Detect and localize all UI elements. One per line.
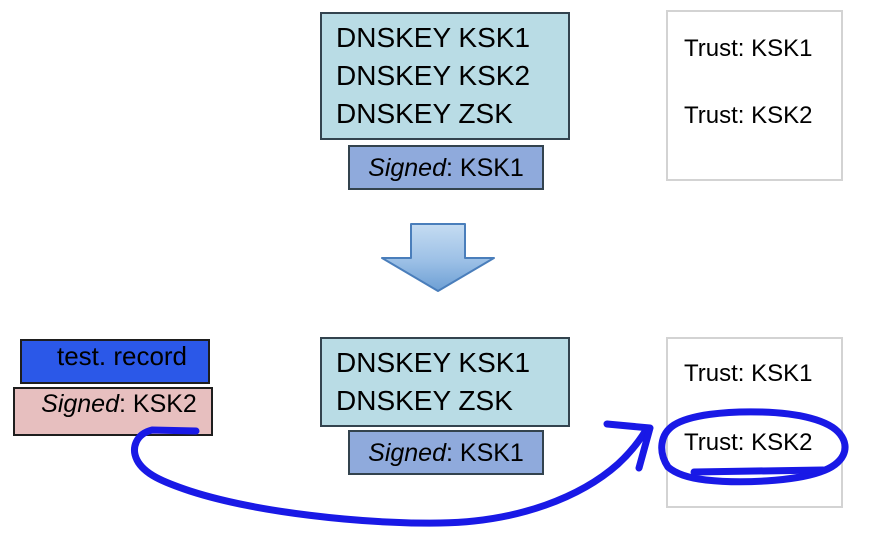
bottom-record-signed-text: Signed: KSK2 (41, 389, 197, 419)
top-dnskey-line-2: DNSKEY KSK2 (336, 60, 531, 91)
bottom-trust-box: Trust: KSK1 Trust: KSK2 (666, 337, 843, 508)
bottom-dnskey-box: DNSKEY KSK1 DNSKEY ZSK (320, 337, 570, 427)
top-signed-value: KSK1 (459, 153, 524, 182)
bottom-record-label: test. record (56, 341, 188, 371)
down-arrow-icon (381, 223, 495, 292)
bottom-record-signed-keyword: Signed (41, 390, 119, 418)
top-trust-box: Trust: KSK1 Trust: KSK2 (666, 10, 843, 181)
bottom-dnskey-line-1: DNSKEY KSK1 (336, 347, 531, 378)
bottom-record-box: test. record (20, 339, 210, 384)
bottom-record-signed-box: Signed: KSK2 (13, 387, 213, 436)
bottom-record-signed-separator: : (119, 390, 133, 418)
bottom-signed-text: Signed: KSK1 (368, 438, 524, 468)
bottom-signed-box: Signed: KSK1 (348, 430, 544, 475)
bottom-signed-keyword: Signed (368, 438, 446, 467)
bottom-trust-line-1: Trust: KSK1 (684, 360, 813, 387)
top-signed-separator: : (446, 153, 460, 182)
top-trust-line-2: Trust: KSK2 (684, 102, 813, 129)
top-trust-line-1: Trust: KSK1 (684, 35, 813, 62)
bottom-trust-line-2: Trust: KSK2 (684, 429, 813, 456)
bottom-dnskey-line-2: DNSKEY ZSK (336, 385, 513, 416)
annotation-arrowhead (603, 420, 654, 472)
bottom-record-signed-value: KSK2 (132, 390, 197, 418)
bottom-signed-separator: : (446, 438, 460, 467)
top-dnskey-line-3: DNSKEY ZSK (336, 98, 513, 129)
top-signed-text: Signed: KSK1 (368, 153, 524, 183)
top-signed-keyword: Signed (368, 153, 446, 182)
bottom-signed-value: KSK1 (459, 438, 524, 467)
top-signed-box: Signed: KSK1 (348, 145, 544, 190)
top-dnskey-line-1: DNSKEY KSK1 (336, 22, 531, 53)
top-dnskey-box: DNSKEY KSK1 DNSKEY KSK2 DNSKEY ZSK (320, 12, 570, 140)
